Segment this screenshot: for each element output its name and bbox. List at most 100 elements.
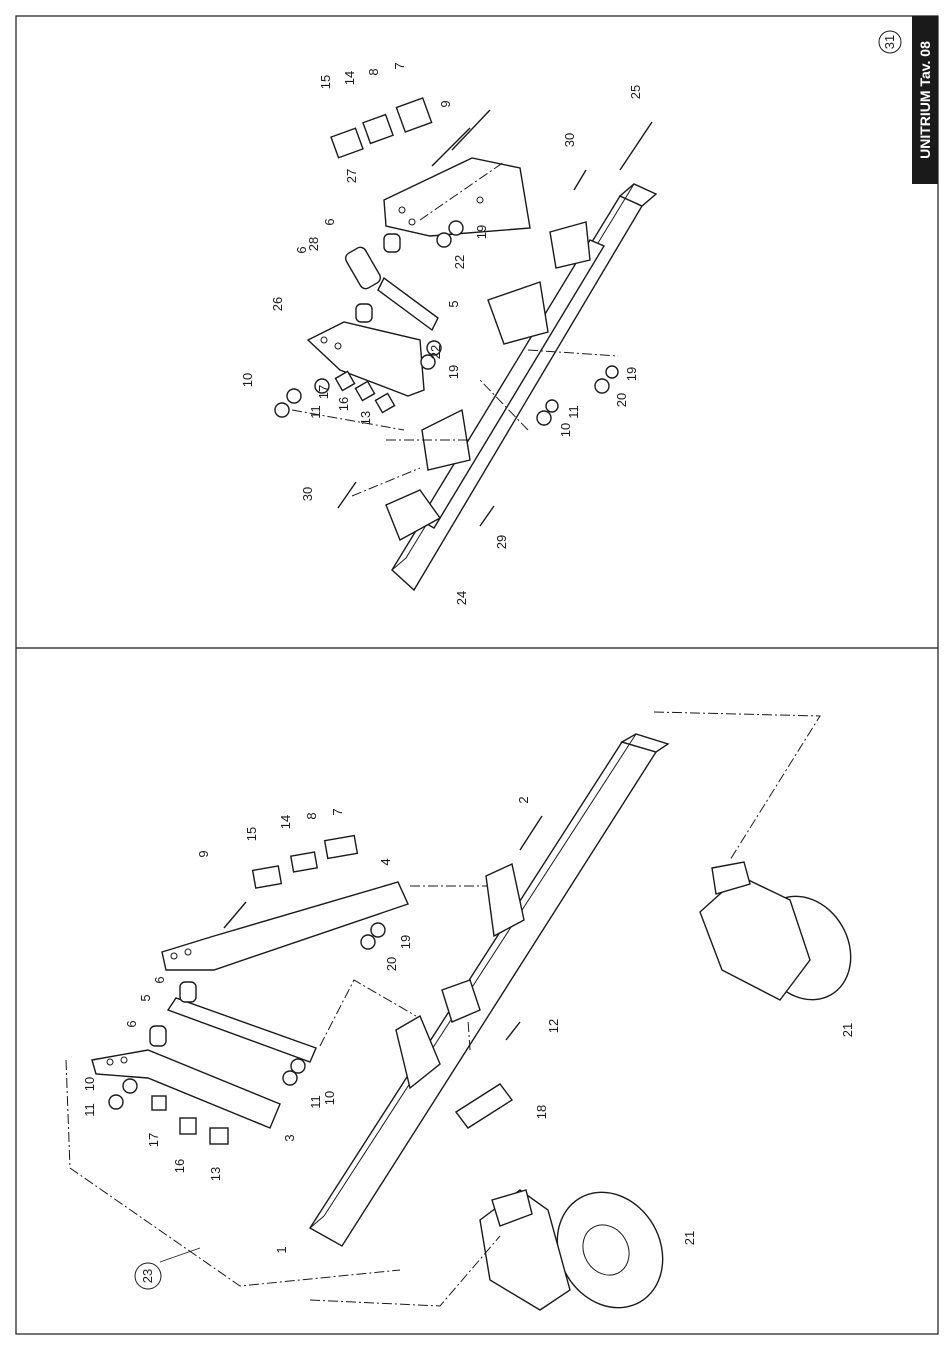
bolt-2 bbox=[520, 816, 542, 850]
label-19c: 19 bbox=[624, 367, 639, 381]
bracket-mid bbox=[488, 282, 548, 344]
label-30b: 30 bbox=[562, 133, 577, 147]
label-26: 26 bbox=[270, 297, 285, 311]
label-19b: 19 bbox=[474, 225, 489, 239]
title-badge-text: UNITRIUM Tav. 08 bbox=[917, 41, 933, 159]
nut-20 bbox=[361, 935, 375, 949]
label-20: 20 bbox=[614, 393, 629, 407]
square-13 bbox=[375, 393, 394, 412]
spacer-6a bbox=[150, 1026, 166, 1046]
label-4: 4 bbox=[378, 858, 393, 865]
label-29: 29 bbox=[494, 535, 509, 549]
spacer-6b bbox=[384, 234, 400, 252]
arm-4 bbox=[162, 882, 408, 970]
label-11b: 11 bbox=[308, 1095, 323, 1109]
inner-bar bbox=[420, 240, 604, 528]
block-14 bbox=[291, 852, 317, 872]
label-22a: 22 bbox=[428, 345, 443, 359]
label-6b: 6 bbox=[322, 218, 337, 225]
block-15 bbox=[331, 128, 363, 158]
nut-11b bbox=[283, 1071, 297, 1085]
nut-20 bbox=[595, 379, 609, 393]
nut-11a bbox=[275, 403, 289, 417]
bolt-12 bbox=[506, 1022, 520, 1040]
label-12: 12 bbox=[546, 1019, 561, 1033]
wheel-right bbox=[700, 862, 869, 1017]
plate-18 bbox=[456, 1084, 512, 1128]
label-16: 16 bbox=[172, 1159, 187, 1173]
label-16: 16 bbox=[336, 397, 351, 411]
nut-19 bbox=[371, 923, 385, 937]
link-5 bbox=[378, 278, 438, 330]
label-6b: 6 bbox=[152, 976, 167, 983]
label-30a: 30 bbox=[300, 487, 315, 501]
label-27: 27 bbox=[344, 169, 359, 183]
square-16 bbox=[355, 381, 374, 400]
label-1: 1 bbox=[274, 1246, 289, 1253]
link-5 bbox=[168, 998, 316, 1062]
nut-22b bbox=[437, 233, 451, 247]
spacer-28 bbox=[343, 245, 382, 291]
label-2: 2 bbox=[516, 796, 531, 803]
spacer-6b bbox=[180, 982, 196, 1002]
left-panel-drawing: 23 1 11 10 17 16 13 3 11 10 6 5 6 9 15 1… bbox=[66, 712, 869, 1327]
right-panel-drawing: 24 30 29 11 10 17 16 13 26 6 28 6 5 19 2… bbox=[240, 62, 656, 605]
label-28: 28 bbox=[306, 237, 321, 251]
square-16 bbox=[180, 1118, 196, 1134]
label-20: 20 bbox=[384, 957, 399, 971]
label-19: 19 bbox=[398, 935, 413, 949]
page-number: 31 bbox=[879, 31, 901, 53]
bolt-30b bbox=[574, 170, 586, 190]
label-25: 25 bbox=[628, 85, 643, 99]
label-5: 5 bbox=[138, 994, 153, 1001]
label-24: 24 bbox=[454, 591, 469, 605]
label-11b: 11 bbox=[566, 405, 581, 419]
square-17 bbox=[152, 1096, 166, 1110]
bolt-29 bbox=[480, 506, 494, 526]
nut-19c bbox=[606, 366, 618, 378]
label-7: 7 bbox=[392, 62, 407, 69]
bolt-25 bbox=[620, 122, 652, 170]
label-7: 7 bbox=[330, 808, 345, 815]
assembly-23: 23 bbox=[135, 1248, 200, 1289]
svg-text:23: 23 bbox=[140, 1269, 155, 1283]
label-17: 17 bbox=[146, 1133, 161, 1147]
square-13 bbox=[210, 1128, 228, 1144]
label-21a: 21 bbox=[682, 1231, 697, 1245]
spacer-6a bbox=[356, 304, 372, 322]
block-15 bbox=[253, 866, 282, 888]
bolt-9 bbox=[224, 902, 246, 928]
nut-11c bbox=[546, 400, 558, 412]
block-14 bbox=[363, 115, 393, 144]
block-7 bbox=[396, 98, 431, 132]
arm-3 bbox=[92, 1050, 280, 1128]
nut-11a bbox=[109, 1095, 123, 1109]
label-5: 5 bbox=[446, 300, 461, 307]
nut-10b bbox=[537, 411, 551, 425]
label-19a: 19 bbox=[446, 365, 461, 379]
label-15: 15 bbox=[244, 827, 259, 841]
nut-11b bbox=[287, 389, 301, 403]
beam-1 bbox=[310, 742, 656, 1246]
label-21b: 21 bbox=[840, 1023, 855, 1037]
label-10a: 10 bbox=[240, 373, 255, 387]
label-8: 8 bbox=[304, 812, 319, 819]
nut-19b bbox=[449, 221, 463, 235]
label-22b: 22 bbox=[452, 255, 467, 269]
label-11a: 11 bbox=[308, 405, 323, 419]
label-13: 13 bbox=[208, 1167, 223, 1181]
label-18: 18 bbox=[534, 1105, 549, 1119]
label-10b: 10 bbox=[322, 1091, 337, 1105]
label-9: 9 bbox=[196, 850, 211, 857]
bolt-9b bbox=[452, 110, 490, 150]
label-14: 14 bbox=[278, 815, 293, 829]
label-14: 14 bbox=[342, 71, 357, 85]
label-10b: 10 bbox=[558, 423, 573, 437]
nut-10a bbox=[123, 1079, 137, 1093]
label-3: 3 bbox=[282, 1134, 297, 1141]
label-17: 17 bbox=[316, 385, 331, 399]
label-11a: 11 bbox=[82, 1103, 97, 1117]
wheel-left bbox=[480, 1173, 683, 1327]
title-badge: UNITRIUM Tav. 08 bbox=[912, 16, 938, 184]
